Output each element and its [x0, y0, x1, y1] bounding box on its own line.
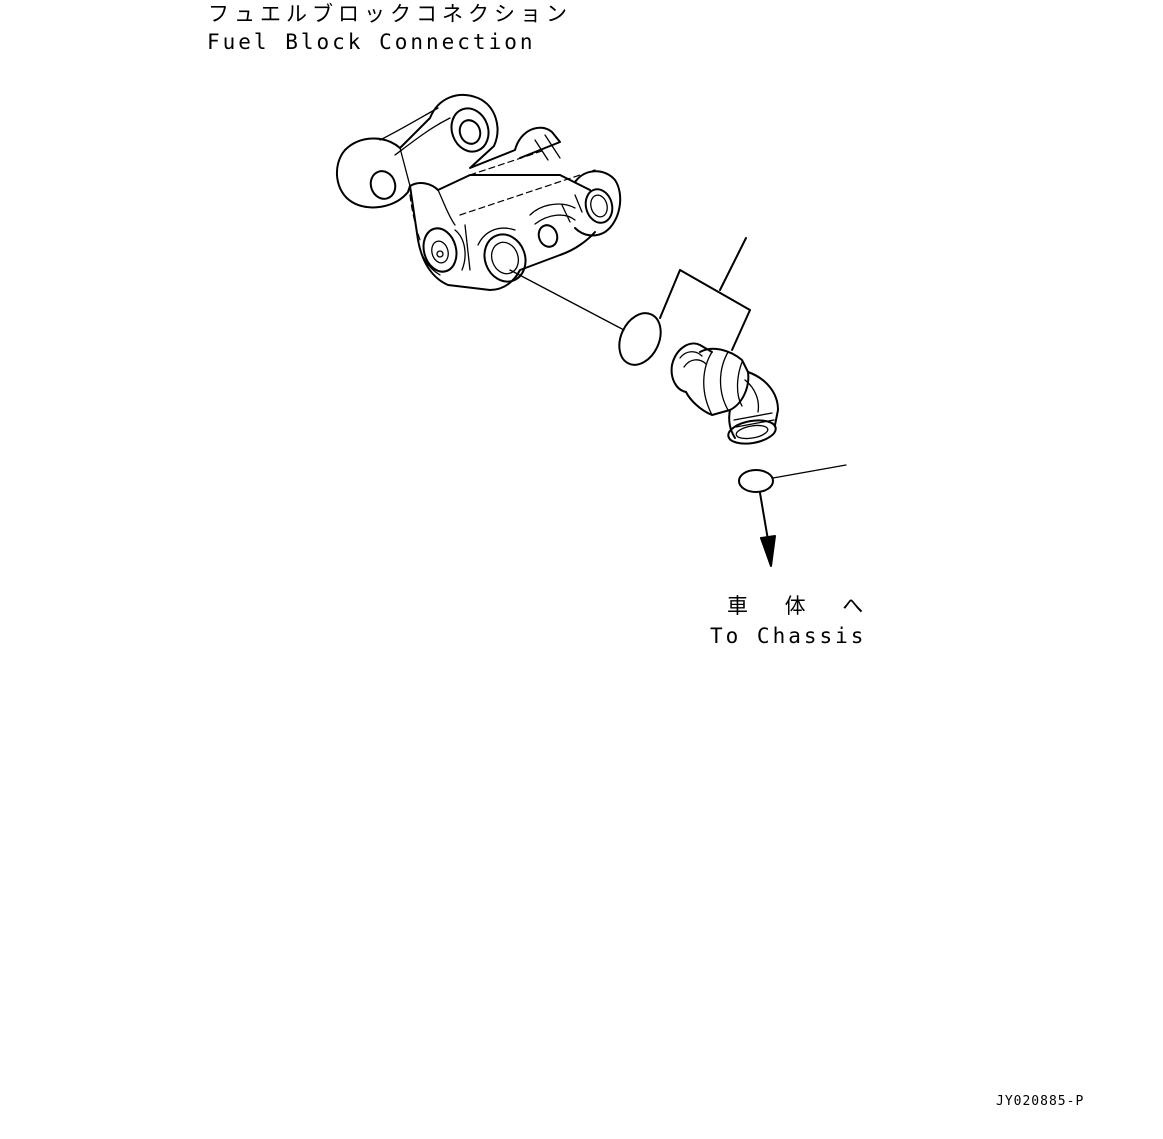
arrow-to-chassis [759, 492, 776, 567]
o-ring-upper [618, 312, 662, 366]
callout-bracket [659, 237, 751, 351]
fuel-block [335, 93, 622, 291]
o-ring-lower [738, 469, 774, 493]
elbow-fitting [670, 342, 779, 445]
destination-japanese: 車 体 へ [727, 594, 876, 618]
document-code: JY020885-P [996, 1094, 1085, 1109]
destination-english: To Chassis [710, 624, 867, 648]
leader-line-block [509, 269, 625, 331]
title-japanese: フュエルブロックコネクション [208, 2, 572, 26]
leader-line-lower [772, 464, 847, 479]
title-english: Fuel Block Connection [207, 30, 536, 54]
